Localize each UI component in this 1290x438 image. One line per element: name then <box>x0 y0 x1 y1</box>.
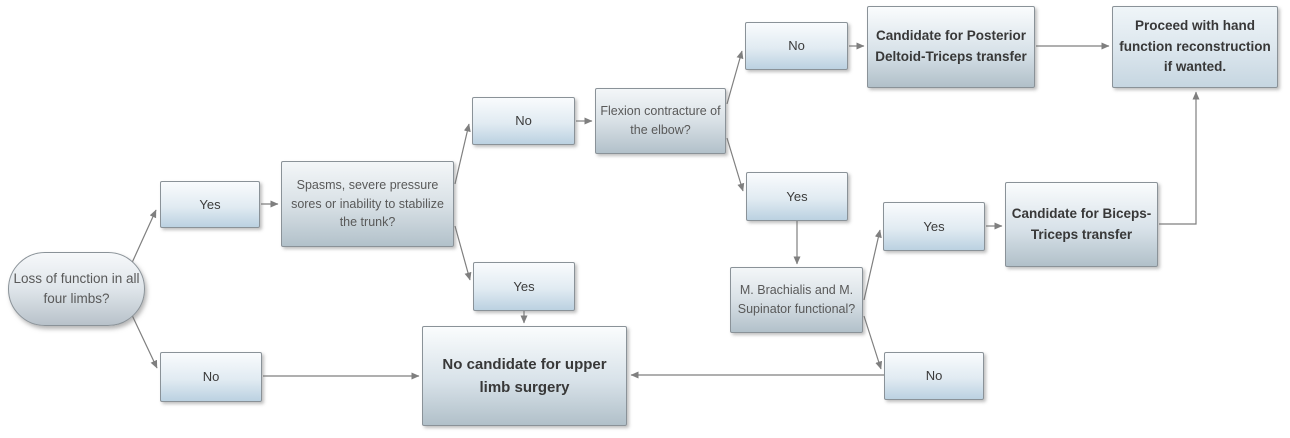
connector-spasms-no2 <box>454 123 471 185</box>
decision-brachialis-supinator: M. Brachialis and M. Supinator functiona… <box>730 267 863 333</box>
branch-yes-contracture: Yes <box>746 172 848 221</box>
outcome-no-surgery: No candidate for upper limb surgery <box>422 326 627 426</box>
connector-start-no1 <box>130 312 158 369</box>
start-terminal: Loss of function in all four limbs? <box>8 252 145 326</box>
connector-spasms-yes2 <box>454 225 472 281</box>
branch-yes-brachialis: Yes <box>883 202 985 251</box>
connector-start-yes1 <box>130 209 157 266</box>
outcome-biceps-triceps-transfer: Candidate for Biceps-Triceps transfer <box>1005 182 1158 267</box>
branch-no-limbs: No <box>160 352 262 402</box>
branch-no-spasms: No <box>472 97 575 145</box>
branch-no-brachialis: No <box>884 352 984 400</box>
connector-brachialis-yes4 <box>863 229 882 301</box>
decision-flexion-contracture: Flexion contracture of the elbow? <box>595 88 726 154</box>
decision-spasms: Spasms, severe pressure sores or inabili… <box>281 161 454 247</box>
connector-brachialis-no4 <box>863 315 883 370</box>
connector-flexion-yes3 <box>726 137 745 192</box>
branch-yes-spasms: Yes <box>473 262 575 311</box>
outcome-hand-reconstruction: Proceed with hand function reconstructio… <box>1112 6 1278 88</box>
branch-no-contracture: No <box>745 22 848 70</box>
connector-flexion-no3 <box>726 50 744 105</box>
branch-yes-limbs: Yes <box>160 181 260 228</box>
connector-biceps-proceed <box>1159 91 1200 225</box>
outcome-posterior-deltoid-transfer: Candidate for Posterior Deltoid-Triceps … <box>867 6 1035 88</box>
